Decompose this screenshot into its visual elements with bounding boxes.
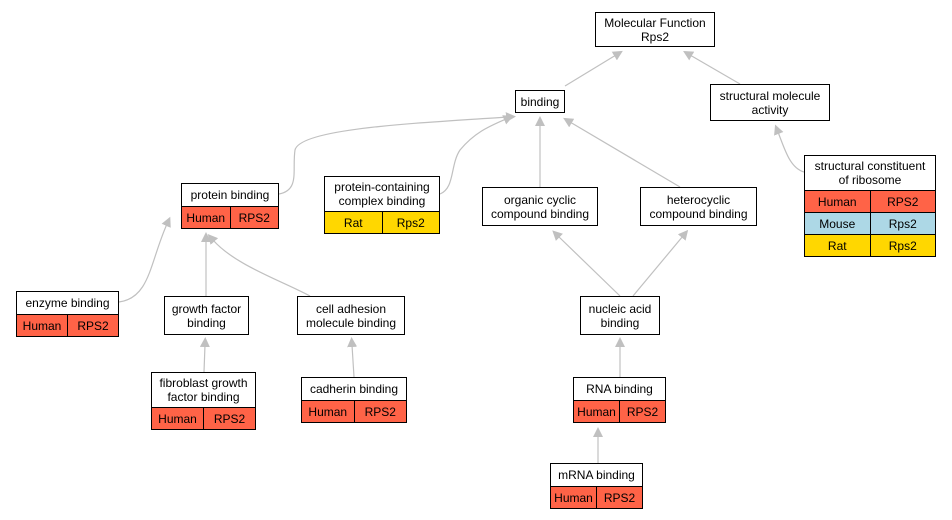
species-cell: Human: [554, 490, 593, 505]
node-title: binding: [520, 94, 560, 109]
gene-cell: RPS2: [229, 207, 279, 228]
gene-cell: RPS2: [67, 315, 118, 336]
node-binding[interactable]: binding: [515, 90, 565, 113]
gene-cell: RPS2: [619, 401, 665, 422]
node-title: structural constituent of ribosome: [814, 159, 926, 187]
node-organic-cyclic-compound-binding[interactable]: organic cyclic compound binding: [482, 187, 598, 226]
edge-nucleic-acid-binding-to-heterocyclic-compound-binding: [632, 229, 689, 297]
node-cadherin-binding[interactable]: cadherin binding Human RPS2: [301, 377, 407, 423]
species-cell: Mouse: [819, 216, 856, 231]
node-title: enzyme binding: [25, 296, 110, 310]
edge-heterocyclic-compound-binding-to-binding: [563, 117, 681, 188]
node-title: heterocyclic compound binding: [649, 192, 748, 221]
node-structural-constituent-of-ribosome[interactable]: structural constituent of ribosome Human…: [804, 155, 936, 257]
gene-cell: Rps2: [869, 235, 936, 256]
species-cell: Rat: [343, 215, 363, 230]
node-protein-containing-complex-binding[interactable]: protein-containing complex binding Rat Rp…: [324, 176, 440, 234]
node-fibroblast-growth-factor-binding[interactable]: fibroblast growth factor binding Human RP…: [151, 372, 256, 430]
node-title: Molecular Function Rps2: [604, 15, 706, 44]
species-cell: Human: [186, 210, 226, 225]
gene-cell: RPS2: [869, 191, 936, 212]
node-enzyme-binding[interactable]: enzyme binding Human RPS2: [16, 291, 119, 337]
species-row: Rat Rps2: [325, 211, 439, 233]
node-title: protein-containing complex binding: [334, 180, 430, 208]
node-growth-factor-binding[interactable]: growth factor binding: [164, 296, 249, 335]
node-title: nucleic acid binding: [588, 301, 652, 330]
species-row: Human RPS2: [805, 190, 935, 212]
node-heterocyclic-compound-binding[interactable]: heterocyclic compound binding: [640, 187, 757, 226]
gene-cell: Rps2: [869, 213, 936, 234]
node-title: structural molecule activity: [719, 88, 821, 117]
node-title: cadherin binding: [309, 382, 399, 396]
species-row: Human RPS2: [17, 314, 118, 336]
node-title: growth factor binding: [171, 301, 242, 330]
edge-cell-adhesion-molecule-binding-to-protein-binding: [207, 233, 311, 297]
species-row: Human RPS2: [302, 400, 406, 422]
edge-fibroblast-growth-factor-binding-to-growth-factor-binding: [199, 337, 210, 373]
node-title: RNA binding: [586, 382, 653, 396]
gene-cell: RPS2: [596, 487, 642, 508]
gene-cell: RPS2: [203, 408, 255, 429]
edge-nucleic-acid-binding-to-organic-cyclic-compound-binding: [552, 230, 621, 297]
node-title: mRNA binding: [558, 468, 635, 482]
node-title: fibroblast growth factor binding: [159, 376, 248, 404]
species-cell: Human: [817, 194, 857, 209]
edge-cadherin-binding-to-cell-adhesion-molecule-binding: [347, 337, 358, 378]
species-row: Human RPS2: [152, 407, 255, 429]
gene-cell: Rps2: [381, 212, 440, 233]
node-nucleic-acid-binding[interactable]: nucleic acid binding: [580, 296, 660, 335]
species-row: Rat Rps2: [805, 234, 935, 256]
species-cell: Human: [308, 404, 348, 419]
species-row: Mouse Rps2: [805, 212, 935, 234]
species-cell: Human: [158, 411, 197, 426]
species-cell: Human: [22, 318, 62, 333]
node-title: protein binding: [190, 188, 270, 202]
node-title: cell adhesion molecule binding: [305, 301, 397, 330]
node-structural-molecule-activity[interactable]: structural molecule activity: [710, 84, 830, 121]
edge-protein-binding-to-binding: [278, 112, 516, 195]
node-cell-adhesion-molecule-binding[interactable]: cell adhesion molecule binding: [297, 296, 405, 335]
edge-structural-constituent-of-ribosome-to-structural-molecule-activity: [774, 124, 805, 173]
edge-enzyme-binding-to-protein-binding: [118, 216, 171, 303]
edge-binding-to-mf: [564, 50, 623, 87]
gene-cell: RPS2: [353, 401, 407, 422]
edge-protein-containing-complex-binding-to-binding: [439, 115, 514, 195]
node-title: organic cyclic compound binding: [490, 192, 590, 221]
species-cell: Human: [577, 404, 616, 419]
edge-structural-molecule-activity-to-mf: [683, 50, 741, 85]
node-molecular-function[interactable]: Molecular Function Rps2: [595, 12, 715, 47]
species-cell: Rat: [827, 238, 847, 253]
